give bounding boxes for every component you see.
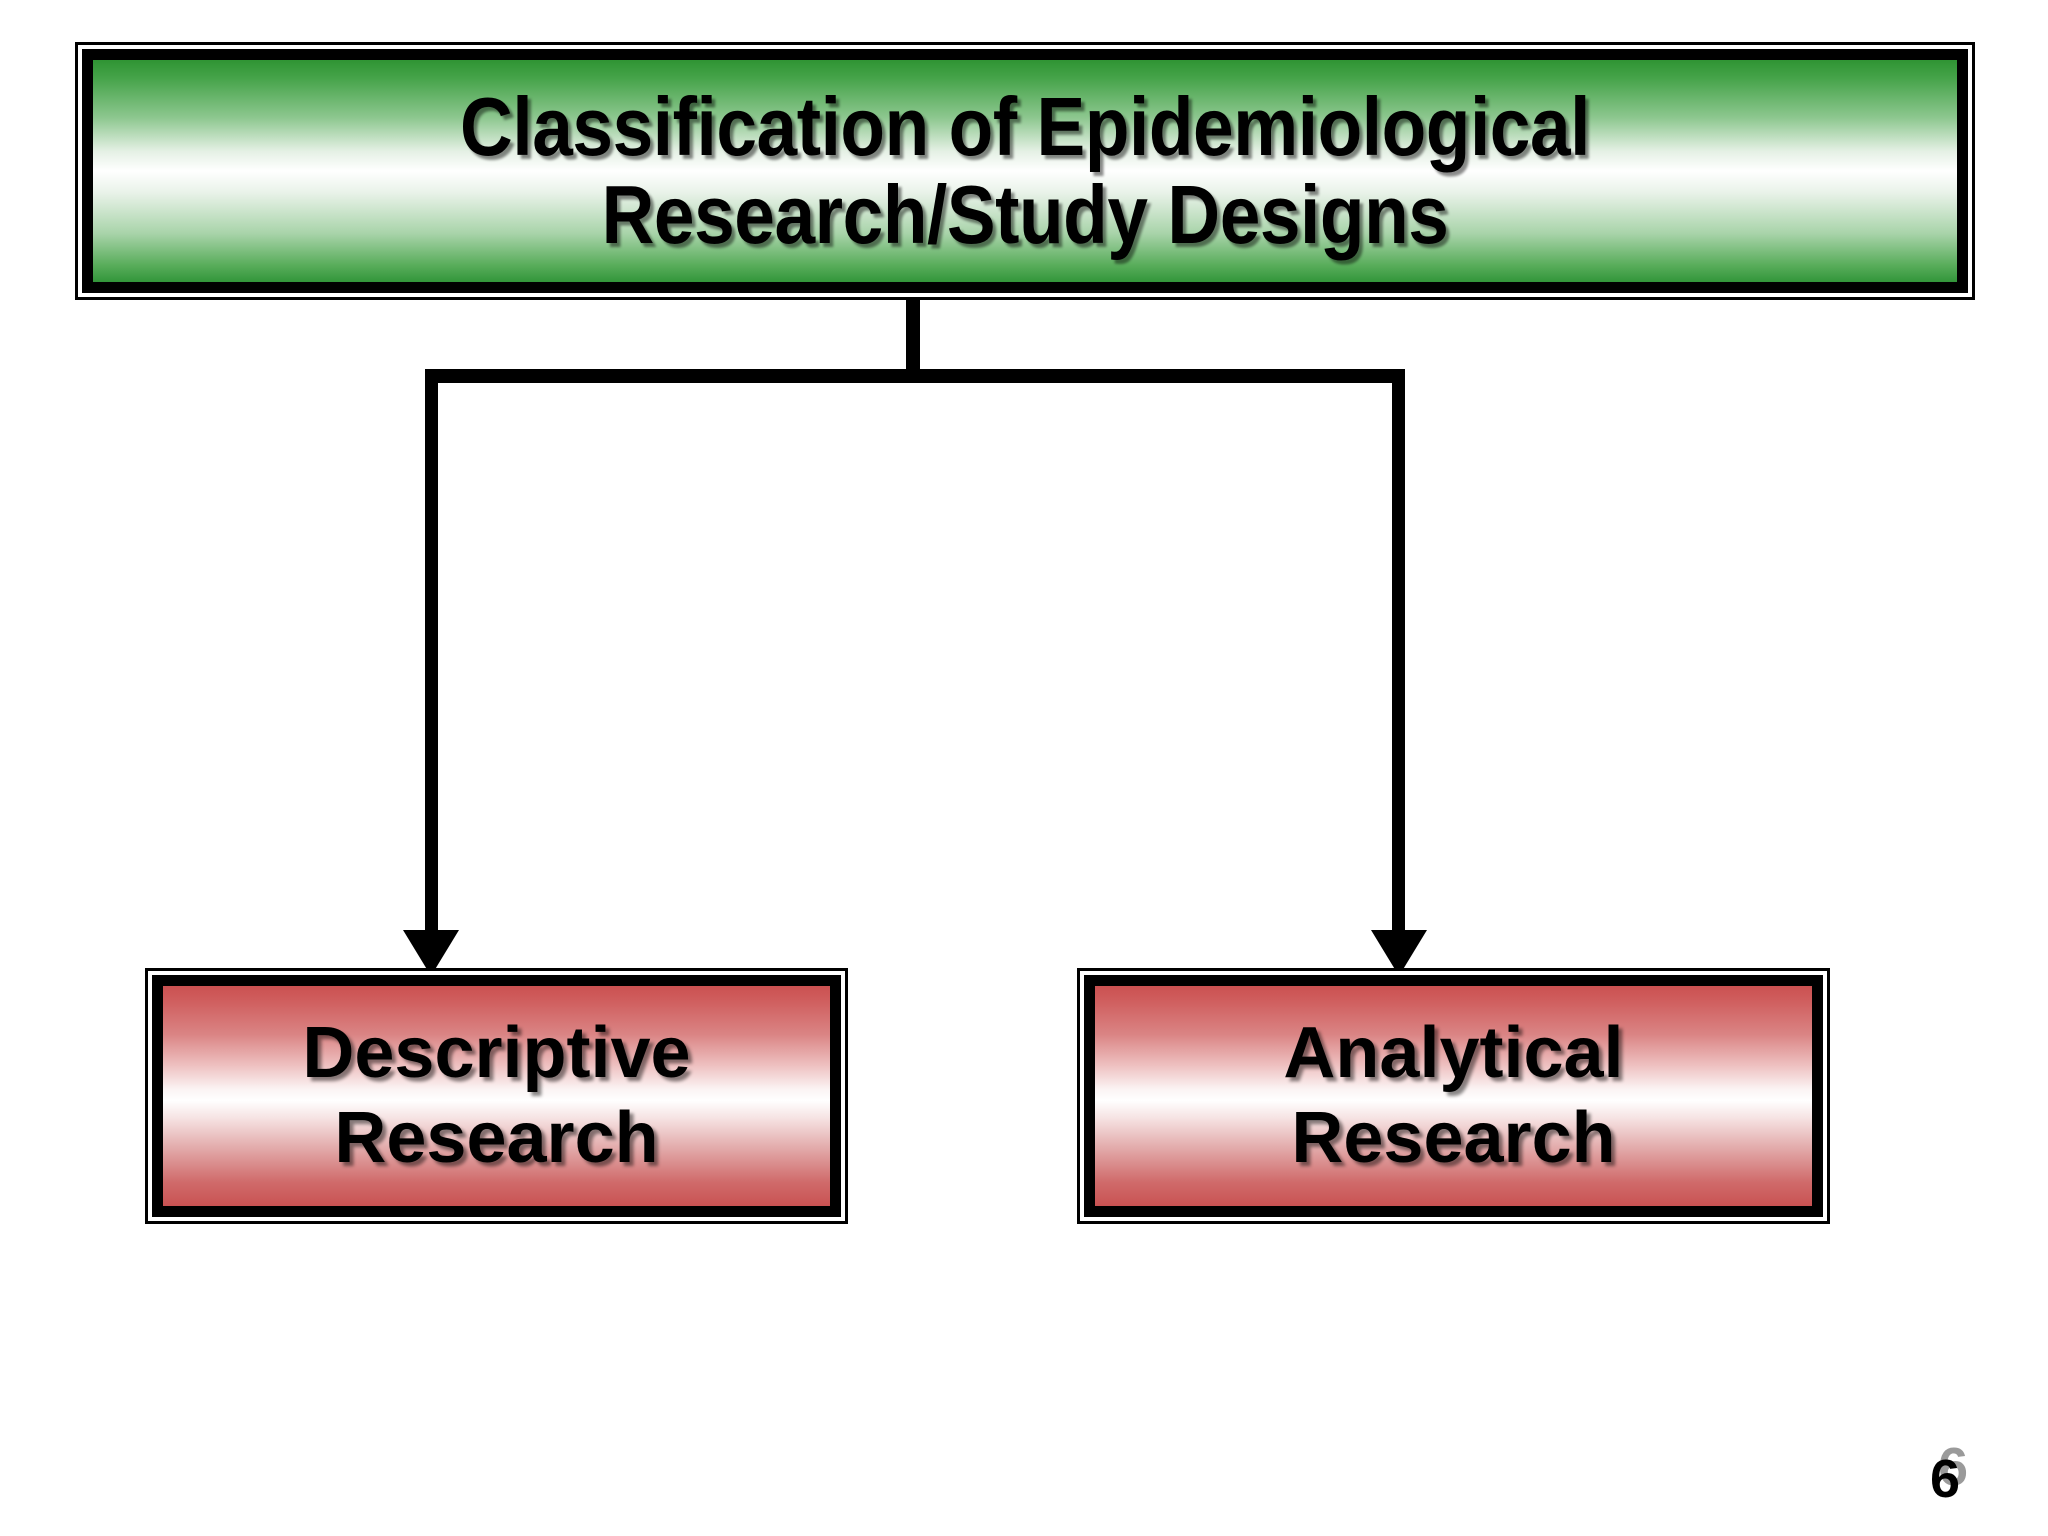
diagram-node-descriptive-research[interactable]: Descriptive Research xyxy=(145,968,848,1224)
header-node-fill: Classification of Epidemiological Resear… xyxy=(93,60,1957,282)
header-node-inner-border: Classification of Epidemiological Resear… xyxy=(82,49,1968,293)
diagram-node-classification[interactable]: Classification of Epidemiological Resear… xyxy=(75,42,1975,300)
page-number-ghost: 6 xyxy=(1938,1437,1969,1497)
analytical-node-fill: Analytical Research xyxy=(1095,986,1812,1206)
analytical-node-inner-border: Analytical Research xyxy=(1084,975,1823,1217)
page-number: 6 6 xyxy=(1930,1440,2000,1522)
diagram-node-analytical-research[interactable]: Analytical Research xyxy=(1077,968,1830,1224)
descriptive-node-inner-border: Descriptive Research xyxy=(152,975,841,1217)
connector-arm-analytical xyxy=(1392,369,1405,939)
connector-arm-descriptive xyxy=(425,369,438,939)
connector-root-stem xyxy=(906,300,920,376)
descriptive-node-fill: Descriptive Research xyxy=(163,986,830,1206)
header-title: Classification of Epidemiological Resear… xyxy=(459,80,1590,261)
page-number-value: 6 xyxy=(1930,1449,1961,1509)
connector-horizontal-bar xyxy=(425,369,1405,383)
analytical-node-label: Analytical Research xyxy=(1283,1013,1624,1178)
descriptive-node-label: Descriptive Research xyxy=(302,1013,691,1178)
